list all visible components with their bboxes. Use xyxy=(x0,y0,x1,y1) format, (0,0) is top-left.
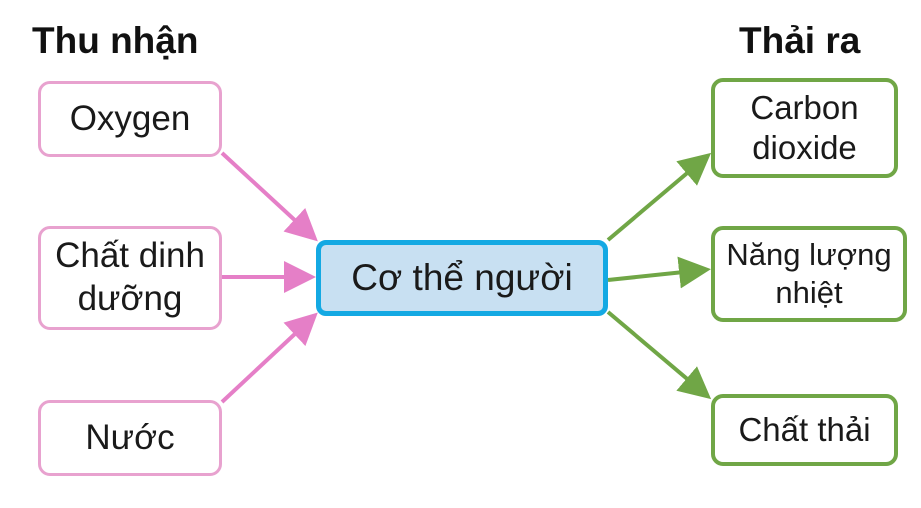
input-label-nutrients: Chất dinh dưỡng xyxy=(55,235,205,320)
arrow-body-to-co2 xyxy=(606,152,712,242)
center-box-human-body: Cơ thể người xyxy=(316,240,608,316)
output-box-carbon-dioxide: Carbon dioxide xyxy=(711,78,898,178)
input-box-nutrients: Chất dinh dưỡng xyxy=(38,226,222,330)
output-label-waste: Chất thải xyxy=(738,410,871,448)
heading-output: Thải ra xyxy=(739,20,861,61)
arrow-body-to-heat xyxy=(607,256,711,289)
heading-intake: Thu nhận xyxy=(32,20,199,61)
output-label-co2-line2: dioxide xyxy=(752,129,857,166)
input-label-nutrients-line1: Chất dinh xyxy=(55,236,205,276)
output-label-heat-line2: nhiệt xyxy=(775,275,843,310)
input-box-oxygen: Oxygen xyxy=(38,81,222,157)
arrow-water-to-body xyxy=(220,312,318,404)
arrow-oxygen-to-body xyxy=(220,151,318,242)
output-label-heat-line1: Năng lượng xyxy=(726,237,892,273)
input-label-nutrients-line2: dưỡng xyxy=(77,279,183,318)
output-label-carbon-dioxide: Carbon dioxide xyxy=(750,88,858,169)
center-label: Cơ thể người xyxy=(351,257,573,299)
output-label-co2-line1: Carbon xyxy=(750,88,859,126)
output-box-heat-energy: Năng lượng nhiệt xyxy=(711,226,907,322)
output-label-heat-energy: Năng lượng nhiệt xyxy=(726,236,891,312)
output-box-waste: Chất thải xyxy=(711,394,898,466)
input-label-water: Nước xyxy=(85,417,175,457)
input-box-water: Nước xyxy=(38,400,222,476)
arrow-body-to-waste xyxy=(606,310,712,400)
input-label-oxygen: Oxygen xyxy=(69,98,191,138)
